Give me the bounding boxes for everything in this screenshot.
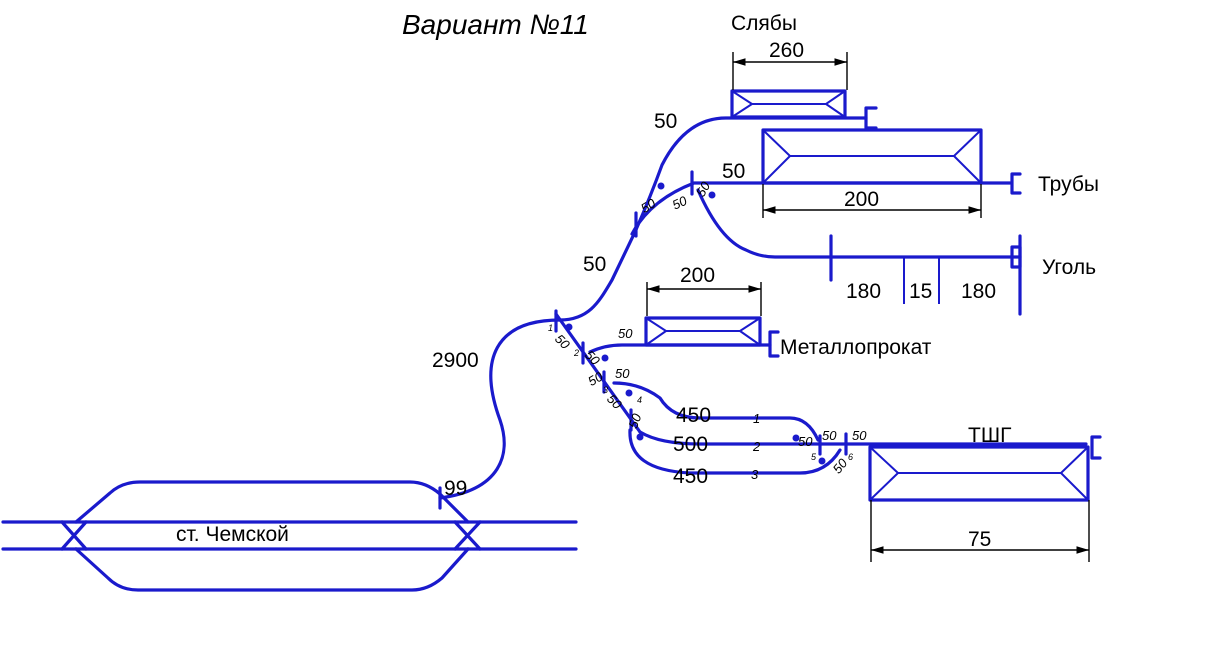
length-50-mid: 50 — [583, 253, 606, 276]
track-2 — [638, 430, 822, 446]
length-track-3: 450 — [673, 465, 708, 488]
label-slabs: Слябы — [731, 12, 797, 35]
dim-coal-a: 180 — [846, 280, 881, 303]
track-3 — [628, 428, 842, 475]
coal-lead — [696, 188, 1022, 259]
dim-metal: 200 — [680, 264, 715, 287]
length-main: 2900 — [432, 349, 479, 372]
svg-text:2: 2 — [573, 348, 579, 358]
main-lead-track — [438, 116, 868, 500]
dim-slabs: 260 — [769, 39, 804, 62]
label-pipes: Трубы — [1038, 173, 1099, 196]
metal-warehouse — [644, 316, 780, 358]
pipes-lead — [630, 181, 1012, 236]
tshg-warehouse — [868, 435, 1102, 502]
svg-text:1: 1 — [548, 323, 553, 333]
svg-text:2: 2 — [752, 439, 761, 454]
length-track-2: 500 — [673, 433, 708, 456]
metal-lead — [588, 343, 772, 354]
svg-text:4: 4 — [637, 395, 642, 405]
svg-text:50: 50 — [625, 411, 644, 430]
svg-text:50: 50 — [615, 366, 630, 381]
station-tracks — [1, 480, 578, 592]
label-coal: Уголь — [1042, 256, 1096, 279]
svg-text:50: 50 — [670, 193, 690, 213]
svg-text:3: 3 — [751, 467, 759, 482]
dim-tshg: 75 — [968, 528, 991, 551]
length-pipes-lead: 50 — [722, 160, 745, 183]
svg-text:5: 5 — [811, 452, 817, 462]
label-metal: Металлопрокат — [780, 336, 932, 359]
length-track-1: 450 — [676, 404, 711, 427]
dim-pipes: 200 — [844, 188, 879, 211]
switch-ladder — [554, 312, 642, 434]
track-1 — [612, 381, 820, 442]
length-99: 99 — [444, 477, 467, 500]
svg-text:50: 50 — [798, 434, 813, 449]
pipes-warehouse — [761, 128, 1022, 195]
svg-text:3: 3 — [603, 385, 608, 395]
svg-text:50: 50 — [638, 195, 659, 216]
svg-text:50: 50 — [852, 428, 867, 443]
length-50-top: 50 — [654, 110, 677, 133]
coal-track — [829, 234, 1022, 316]
svg-text:50: 50 — [582, 347, 603, 368]
svg-text:1: 1 — [753, 411, 760, 426]
page-title: Вариант №11 — [402, 9, 589, 40]
dim-coal-b: 15 — [909, 280, 932, 303]
svg-text:50: 50 — [618, 326, 633, 341]
svg-text:50: 50 — [822, 428, 837, 443]
dim-coal-c: 180 — [961, 280, 996, 303]
label-tshg: ТШГ — [968, 424, 1011, 447]
slabs-warehouse — [730, 89, 878, 130]
svg-text:6: 6 — [848, 452, 853, 462]
station-name: ст. Чемской — [176, 523, 289, 546]
